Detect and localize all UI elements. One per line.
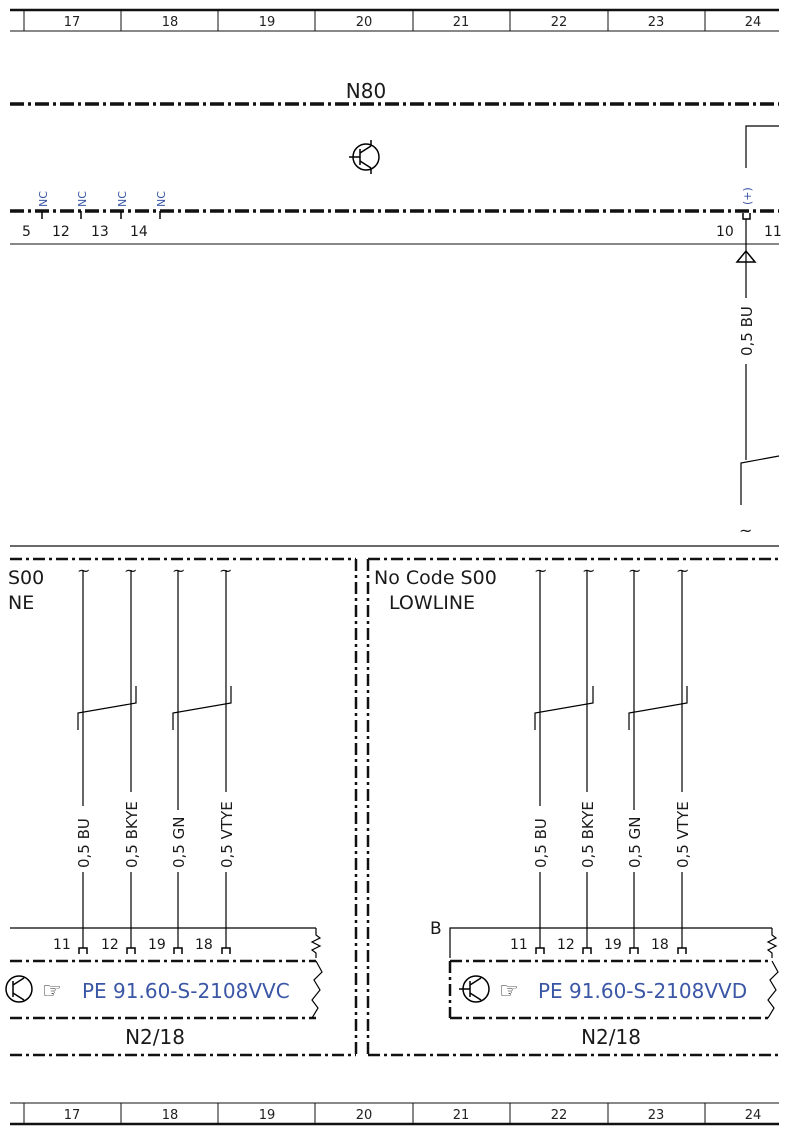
ruler-col-20: 20 (356, 15, 373, 30)
right-variant-title: No Code S00 (374, 567, 497, 589)
left-pin-19: 19 (148, 937, 166, 953)
right-wire-bkye[interactable]: 0,5 BKYE (579, 570, 597, 948)
n80-label: N80 (346, 79, 386, 103)
break-tilde-icon: ~ (582, 561, 595, 580)
transistor-icon (459, 975, 490, 1003)
left-module-label: N2/18 (125, 1025, 185, 1049)
break-tilde-icon: ~ (534, 561, 547, 580)
right-ref-link[interactable]: PE 91.60-S-2108VVD (538, 979, 747, 1003)
bottom-ruler: 17 18 19 20 21 22 23 24 (10, 1102, 779, 1126)
ruler-col-18: 18 (162, 15, 179, 30)
ruler-col-17: 17 (64, 15, 81, 30)
nc-label-1: NC (37, 191, 50, 207)
right-wire-gn-label: 0,5 GN (626, 817, 644, 868)
left-wire-bkye-label: 0,5 BKYE (123, 801, 141, 868)
ruler-col-22: 22 (551, 1108, 568, 1123)
left-wire-gn[interactable]: 0,5 GN (170, 570, 188, 948)
right-wire-gn[interactable]: 0,5 GN (626, 570, 644, 948)
right-wire-vtye[interactable]: 0,5 VTYE (674, 570, 692, 948)
ruler-col-24: 24 (745, 1108, 762, 1123)
pin-13: 13 (91, 224, 109, 240)
left-variant-subtitle: NE (8, 592, 34, 614)
pin-10: 10 (716, 224, 734, 240)
left-wire-bkye[interactable]: 0,5 BKYE (123, 570, 141, 948)
ruler-col-20: 20 (356, 1108, 373, 1123)
ruler-col-24: 24 (745, 15, 762, 30)
left-wire-vtye-label: 0,5 VTYE (218, 801, 236, 868)
left-pin-11: 11 (53, 937, 71, 953)
pointing-hand-icon: ☞ (42, 979, 62, 1004)
transistor-icon (349, 140, 380, 174)
right-wire-bu-label: 0,5 BU (532, 818, 550, 868)
left-wire-bu-label: 0,5 BU (75, 818, 93, 868)
pointing-hand-icon: ☞ (499, 979, 519, 1004)
ruler-col-17: 17 (64, 1108, 81, 1123)
n80-component[interactable]: N80 NC NC NC NC 5 12 13 14 10 11 (10, 79, 782, 240)
pin-12: 12 (52, 224, 70, 240)
right-wire-bu[interactable]: 0,5 BU (532, 570, 550, 948)
right-pin-12: 12 (557, 937, 575, 953)
left-wire-bu[interactable]: 0,5 BU (75, 570, 93, 948)
ruler-col-21: 21 (453, 15, 470, 30)
right-pin-11: 11 (510, 937, 528, 953)
ruler-col-19: 19 (259, 1108, 276, 1123)
top-wire-label: 0,5 BU (738, 306, 756, 356)
ruler-col-22: 22 (551, 15, 568, 30)
right-pin-19: 19 (604, 937, 622, 953)
top-wire[interactable]: 0,5 BU ~ (735, 219, 780, 540)
ruler-col-21: 21 (453, 1108, 470, 1123)
right-wire-vtye-label: 0,5 VTYE (674, 801, 692, 868)
pin-5: 5 (22, 224, 31, 240)
left-pin-12: 12 (101, 937, 119, 953)
left-ref-link[interactable]: PE 91.60-S-2108VVC (82, 979, 290, 1003)
nc-label-4: NC (155, 191, 168, 207)
left-pin-18: 18 (195, 937, 213, 953)
right-pin-18: 18 (651, 937, 669, 953)
pin-14: 14 (130, 224, 148, 240)
ruler-col-18: 18 (162, 1108, 179, 1123)
left-variant: S00 NE ~ ~ ~ ~ 0,5 BU 0,5 BKYE 0,5 GN 0,… (5, 561, 323, 1049)
right-variant-subtitle: LOWLINE (389, 592, 475, 614)
right-marker-b: B (430, 919, 442, 939)
ruler-col-19: 19 (259, 15, 276, 30)
ruler-col-23: 23 (648, 1108, 665, 1123)
plus-label: (+) (741, 187, 754, 205)
break-tilde-icon: ~ (676, 561, 689, 580)
left-variant-title: S00 (8, 567, 44, 589)
break-tilde-icon: ~ (172, 561, 185, 580)
right-wire-bkye-label: 0,5 BKYE (579, 801, 597, 868)
nc-label-2: NC (76, 191, 89, 207)
ground-arrow-icon (735, 249, 757, 263)
left-wire-vtye[interactable]: 0,5 VTYE (218, 570, 236, 948)
left-wire-gn-label: 0,5 GN (170, 817, 188, 868)
right-module-label: N2/18 (581, 1025, 641, 1049)
ruler-col-23: 23 (648, 15, 665, 30)
transistor-icon (5, 975, 33, 1003)
break-tilde-icon: ~ (739, 521, 752, 540)
break-tilde-icon: ~ (628, 561, 641, 580)
nc-label-3: NC (116, 191, 129, 207)
pin-11: 11 (764, 224, 782, 240)
top-ruler: 17 18 19 20 21 22 23 24 (10, 8, 779, 32)
right-variant: No Code S00 LOWLINE ~ ~ ~ ~ 0,5 BU 0,5 B… (374, 561, 779, 1049)
break-tilde-icon: ~ (77, 561, 90, 580)
